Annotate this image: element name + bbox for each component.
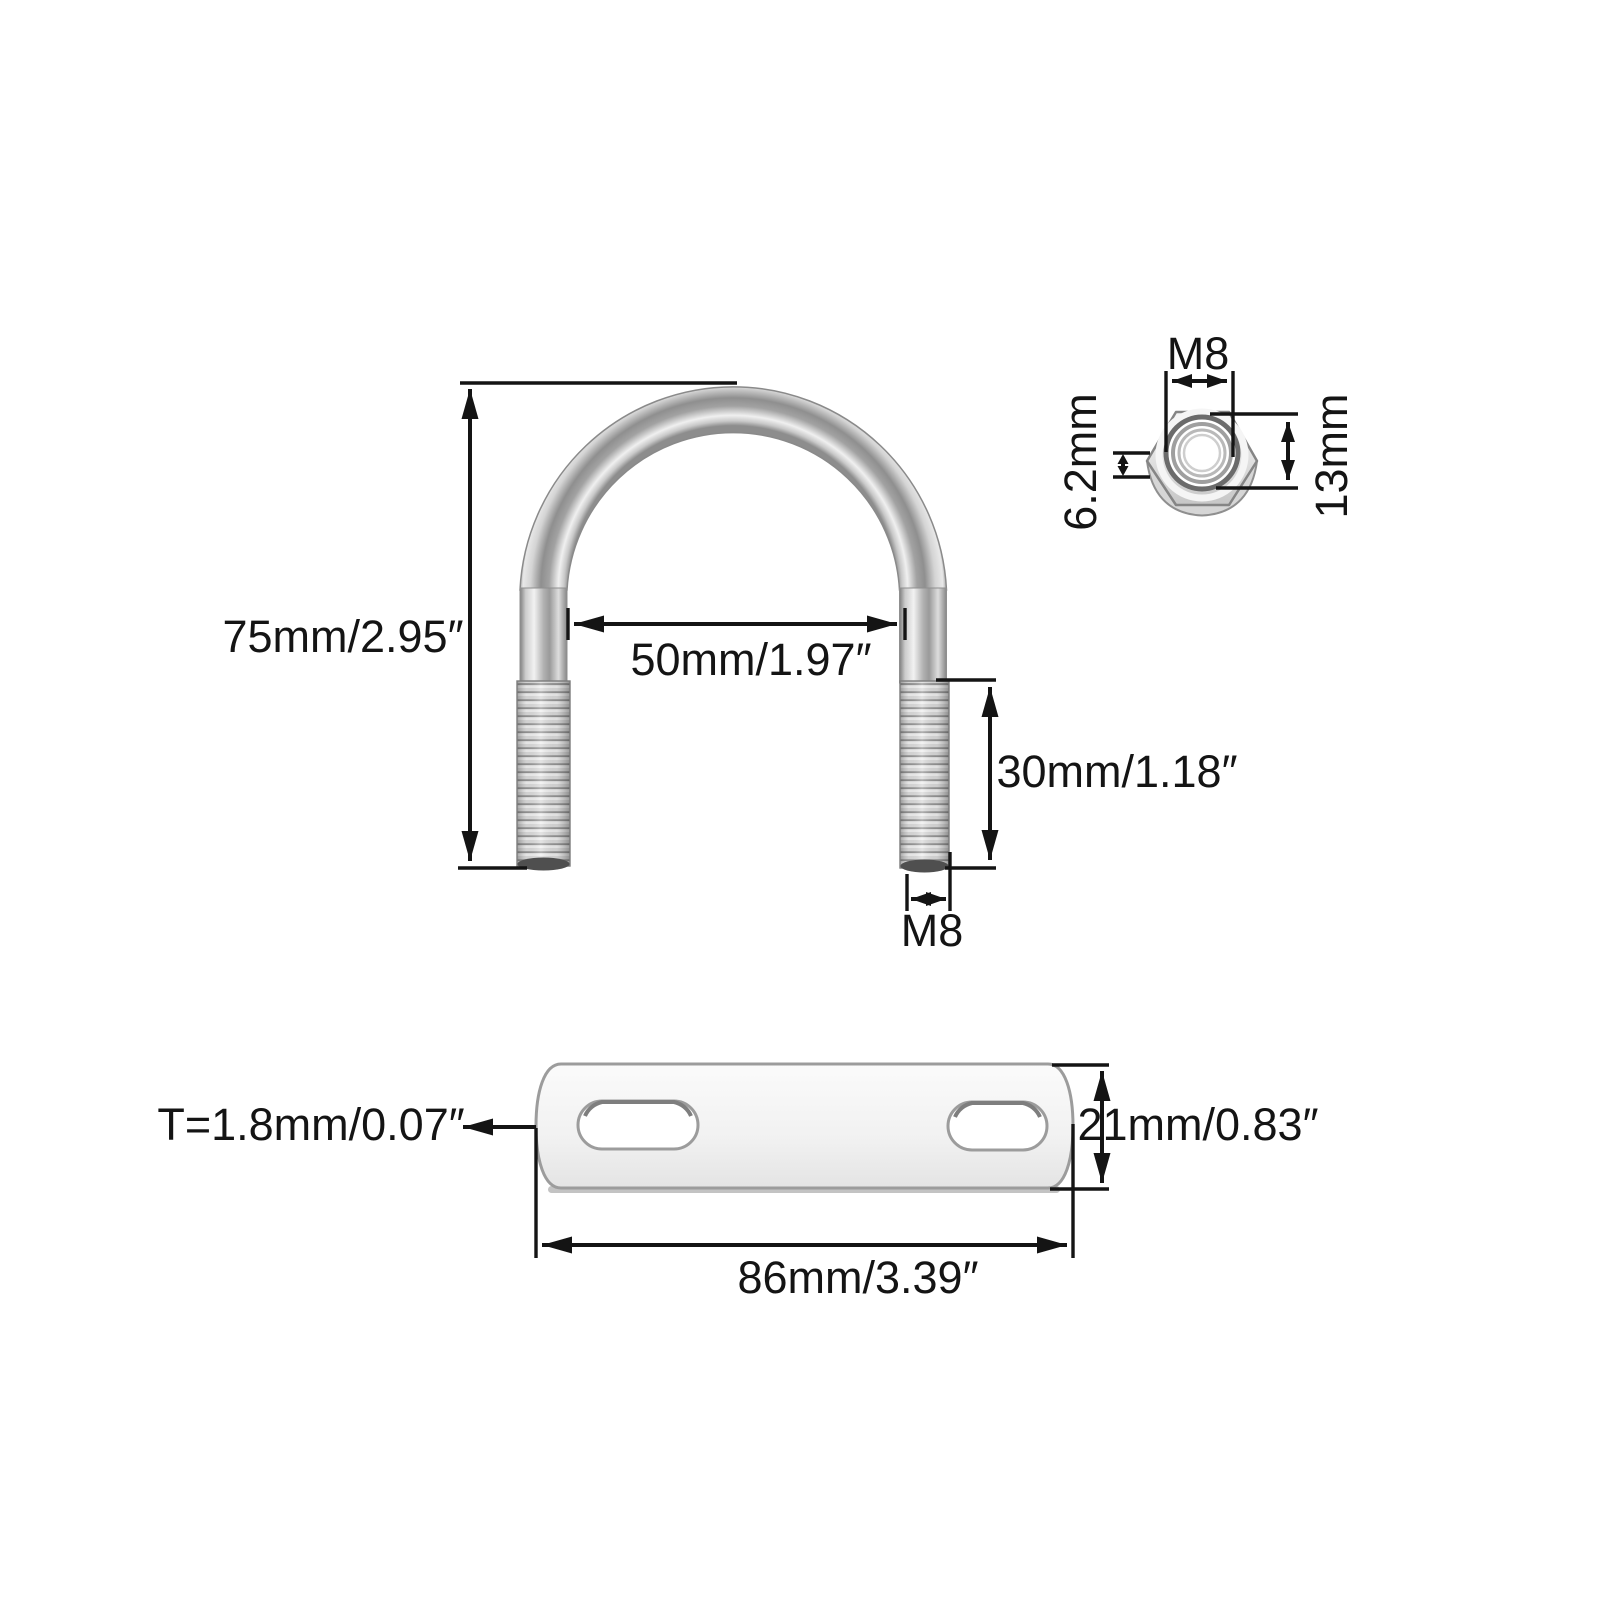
backing-plate-drawing: T=1.8mm/0.07″ 21mm/0.83″ 86mm/3.39″ [157,1062,1319,1303]
u-bolt-right-thread-tip [900,859,949,873]
u-bolt-left-rod [519,587,568,684]
plate-right-slot [946,1100,1049,1152]
plate-length-label: 86mm/3.39″ [737,1252,978,1303]
dim-u-bolt-thread-size: M8 [901,852,964,956]
dim-plate-thickness: T=1.8mm/0.07″ [157,1099,536,1150]
dim-nut-thread-size: M8 [1164,328,1235,457]
plate-thickness-label: T=1.8mm/0.07″ [157,1099,464,1150]
u-bolt-right-thread [899,680,950,873]
u-bolt-height-label: 75mm/2.95″ [222,611,463,662]
u-bolt-arch [519,386,948,591]
dim-nut-thickness: 6.2mm [1055,393,1150,531]
u-bolt-thread-length-label: 30mm/1.18″ [996,746,1237,797]
u-bolt-drawing: 75mm/2.95″ 50mm/1.97″ 30mm/1.18″ M8 [222,381,1238,956]
nut-chamfer-ring [1155,408,1249,502]
plate-left-slot [576,1099,700,1151]
u-bolt-thread-size-label: M8 [901,905,964,956]
plate-width-label: 21mm/0.83″ [1077,1099,1318,1150]
dim-u-bolt-height: 75mm/2.95″ [222,381,737,870]
hex-nut-drawing: M8 6.2mm 13mm [1055,328,1357,531]
dim-u-bolt-thread-length: 30mm/1.18″ [936,678,1238,870]
nut-width-label: 13mm [1306,393,1357,518]
nut-thread-size-label: M8 [1167,328,1230,379]
nut-bottom-face [1146,460,1258,517]
nut-hole-threads [1171,422,1233,484]
dim-u-bolt-inner-width: 50mm/1.97″ [566,608,907,685]
dim-plate-length: 86mm/3.39″ [534,1124,1075,1303]
u-bolt-left-thread [516,680,571,871]
plate-body [534,1062,1075,1190]
u-bolt-inner-width-label: 50mm/1.97″ [630,634,871,685]
dim-plate-width: 21mm/0.83″ [1050,1063,1319,1191]
nut-hole-rim [1163,414,1241,492]
dim-nut-width: 13mm [1210,393,1357,519]
nut-thickness-label: 6.2mm [1055,393,1106,531]
u-bolt-left-thread-tip [517,857,570,871]
